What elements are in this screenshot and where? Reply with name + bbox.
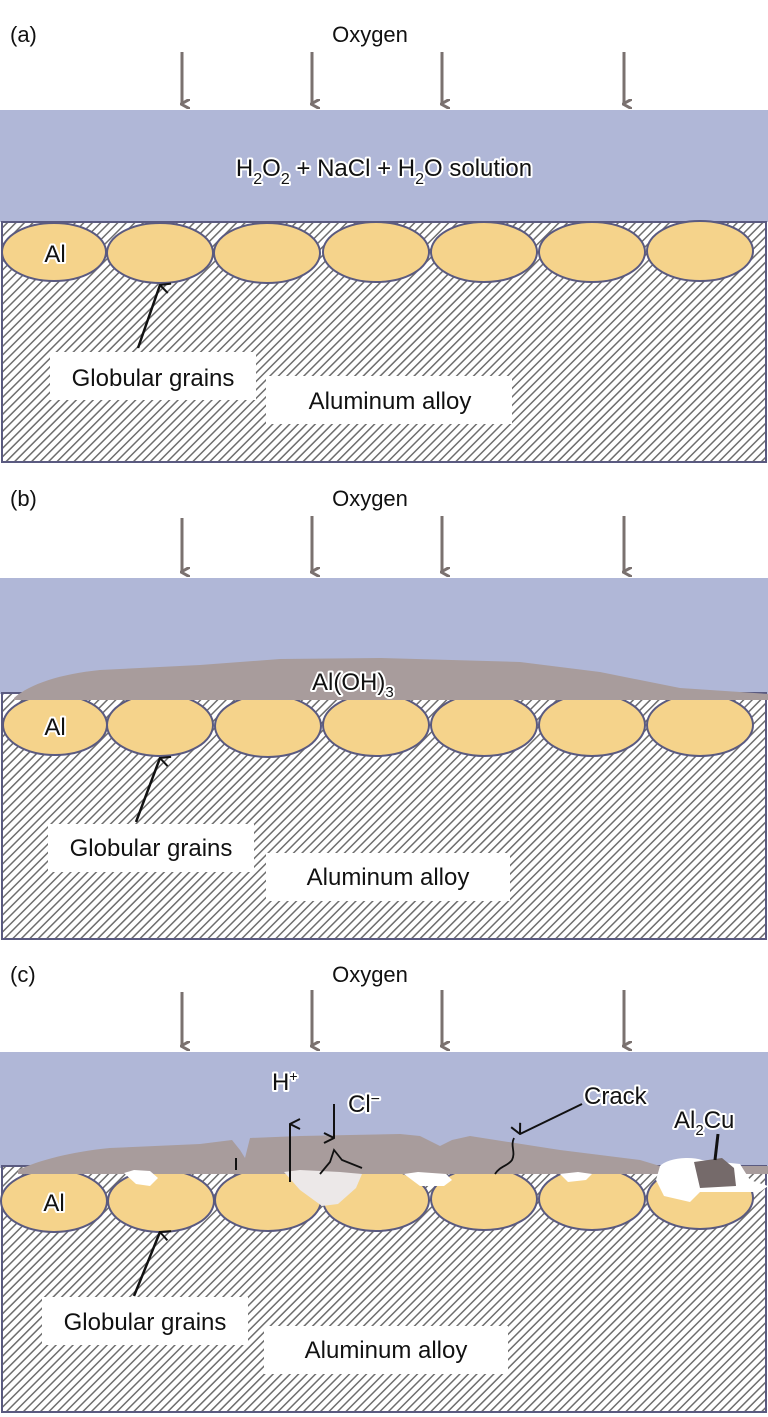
grain <box>322 221 430 283</box>
aluminum-alloy-label: Aluminum alloy <box>305 1337 468 1364</box>
panel-b: (b) Oxygen Al(OH)3 Al Globular grains Al… <box>0 486 768 940</box>
oxygen-arrows <box>182 516 624 572</box>
grain <box>646 693 754 757</box>
grain-row <box>2 693 754 758</box>
al-grain-label: Al <box>44 241 65 268</box>
panel-tag: (a) <box>10 22 37 47</box>
aluminum-alloy-label: Aluminum alloy <box>307 864 470 891</box>
alloy-label-box <box>266 853 510 901</box>
grain <box>106 222 214 284</box>
al2cu-label: Al2Cu <box>674 1107 734 1139</box>
globular-label-box <box>42 1297 248 1345</box>
panel-tag: (c) <box>10 962 36 987</box>
grain <box>538 693 646 757</box>
grain <box>430 221 538 283</box>
globular-grains-label: Globular grains <box>72 365 235 392</box>
panel-c: (c) Oxygen <box>0 962 768 1413</box>
globular-grains-label: Globular grains <box>64 1309 227 1336</box>
crack-pointer <box>520 1103 583 1134</box>
globular-grain-pointer <box>134 758 160 823</box>
pit <box>284 1170 362 1206</box>
grain <box>646 220 754 282</box>
globular-label-box <box>50 352 256 400</box>
grain <box>1 222 107 282</box>
aluminum-alloy-label: Aluminum alloy <box>309 388 472 415</box>
crack-label: Crack <box>584 1083 648 1110</box>
al2cu-pointer <box>713 1133 720 1161</box>
alloy-label-box <box>266 376 512 424</box>
grain <box>538 1167 646 1231</box>
al-grain-label: Al <box>43 1190 64 1217</box>
hydroxide-label: Al(OH)3 <box>312 669 394 701</box>
oxygen-label: Oxygen <box>332 486 408 511</box>
pit <box>560 1172 592 1182</box>
grain <box>538 221 646 283</box>
grain <box>107 1169 215 1233</box>
globular-label-box <box>48 824 254 872</box>
globular-grain-pointer <box>136 285 160 349</box>
grain-row <box>1 220 754 284</box>
globular-grain-pointer <box>132 1232 160 1297</box>
globular-grains-label: Globular grains <box>70 835 233 862</box>
panel-a: (a) Oxygen H2O2 + NaCl + H2O solution Al… <box>0 22 768 463</box>
alloy-label-box <box>264 1326 508 1374</box>
cl-ion-crack-path <box>319 1148 363 1175</box>
panel-tag: (b) <box>10 486 37 511</box>
solution-label: H2O2 + NaCl + H2O solution <box>236 155 532 188</box>
grain <box>214 694 322 758</box>
crack-line <box>494 1137 515 1175</box>
pit <box>124 1170 158 1186</box>
oxygen-arrows <box>182 990 624 1046</box>
oxygen-arrows <box>182 52 624 104</box>
damaged-hydroxide-layer <box>18 1134 768 1174</box>
oxygen-label: Oxygen <box>332 962 408 987</box>
cl-ion-label: Cl− <box>348 1091 380 1118</box>
al-grain-label: Al <box>44 714 65 741</box>
al2cu-particle <box>694 1158 736 1188</box>
grain <box>430 693 538 757</box>
grain <box>322 693 430 757</box>
h-ion-label: H+ <box>272 1068 298 1096</box>
grain <box>213 222 321 284</box>
grain <box>106 693 214 757</box>
pit <box>404 1172 452 1186</box>
aluminum-hydroxide-layer <box>14 658 768 700</box>
oxygen-label: Oxygen <box>332 22 408 47</box>
solution-layer <box>0 110 768 222</box>
